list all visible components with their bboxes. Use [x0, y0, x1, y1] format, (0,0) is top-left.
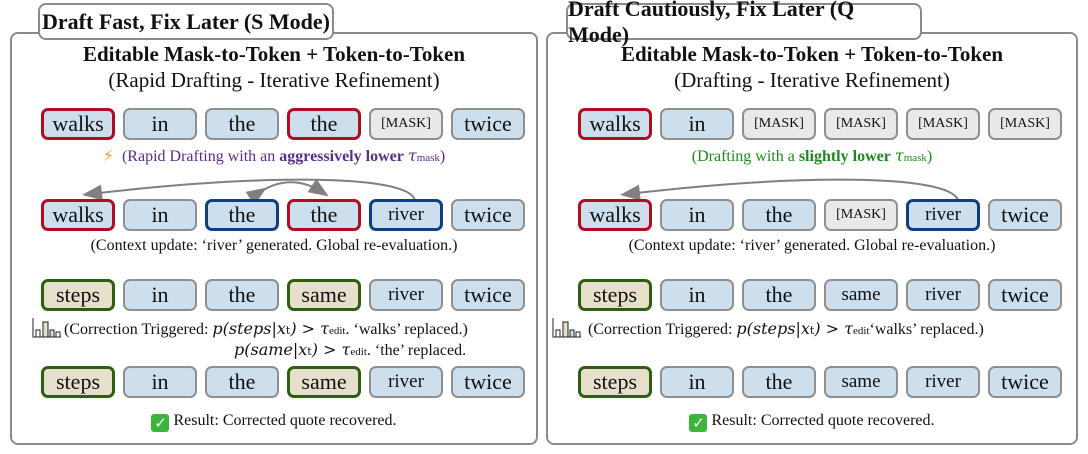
token-corrected: steps [41, 279, 115, 311]
token-row-1: walks in [MASK] [MASK] [MASK] [MASK] [578, 108, 1062, 140]
token: twice [451, 279, 525, 311]
token: in [123, 108, 197, 140]
correction-note: (Correction Triggered: p(steps|xt) > τed… [32, 318, 468, 339]
token: same [824, 366, 898, 398]
checkmark-icon: ✓ [689, 414, 708, 432]
arrow-river-to-walks [82, 178, 416, 201]
token: in [660, 366, 734, 398]
token: twice [451, 108, 525, 140]
bar-chart-icon [552, 318, 581, 338]
token: the [205, 108, 279, 140]
token-replaced: the [287, 199, 361, 231]
token: in [123, 199, 197, 231]
panel-heading: Editable Mask-to-Token + Token-to-Token [82, 42, 466, 66]
token-row-3: steps in the same river twice [578, 279, 1062, 311]
token-mask: [MASK] [369, 108, 443, 140]
token: in [660, 108, 734, 140]
token: in [123, 366, 197, 398]
token: river [906, 366, 980, 398]
token: the [205, 279, 279, 311]
token-row-2: walks in the [MASK] river twice [578, 199, 1062, 231]
token-row-2: walks in the the river twice [41, 199, 525, 231]
bar-chart-icon [32, 318, 61, 338]
s-mode-panel: Editable Mask-to-Token + Token-to-Token … [10, 32, 538, 445]
token: in [123, 279, 197, 311]
token-corrected: same [287, 366, 361, 398]
token-row-1: walks in the the [MASK] twice [41, 108, 525, 140]
context-note: (Context update: ‘river’ generated. Glob… [90, 237, 458, 254]
token: twice [451, 199, 525, 231]
token: the [205, 366, 279, 398]
token-context: the [205, 199, 279, 231]
token: same [824, 279, 898, 311]
token-corrected: steps [41, 366, 115, 398]
token: the [742, 366, 816, 398]
token: in [660, 279, 734, 311]
token-corrected: same [287, 279, 361, 311]
checkmark-icon: ✓ [151, 414, 170, 432]
token: river [369, 279, 443, 311]
result-note: ✓Result: Corrected quote recovered. [548, 412, 1076, 432]
correction-note: (Correction Triggered: p(steps|xt) > τed… [552, 318, 984, 339]
token: river [906, 279, 980, 311]
token: twice [451, 366, 525, 398]
s-mode-tab: Draft Fast, Fix Later (S Mode) [38, 3, 334, 40]
token-context: river [369, 199, 443, 231]
token-mask: [MASK] [742, 108, 816, 140]
token-context: river [906, 199, 980, 231]
token-replaced: walks [41, 199, 115, 231]
correction-note-line2: p(same|xt) > τedit. ‘the’ replaced. [234, 340, 467, 359]
token: the [742, 279, 816, 311]
token-mask: [MASK] [824, 108, 898, 140]
token-corrected: steps [578, 366, 652, 398]
drafting-note: (Drafting with a slightly lower τmask) [691, 146, 933, 165]
q-mode-panel: Editable Mask-to-Token + Token-to-Token … [546, 32, 1078, 445]
token: twice [988, 279, 1062, 311]
arrow-the-to-the [245, 178, 329, 206]
token-replaced: walks [578, 199, 652, 231]
token-mask: [MASK] [824, 199, 898, 231]
token: the [742, 199, 816, 231]
context-note: (Context update: ‘river’ generated. Glob… [628, 237, 996, 254]
token-row-4: steps in the same river twice [41, 366, 525, 398]
drafting-note: ⚡(Rapid Drafting with an aggressively lo… [102, 146, 446, 165]
token-replaced: walks [578, 108, 652, 140]
token: river [369, 366, 443, 398]
lightning-icon: ⚡ [102, 146, 114, 165]
token-replaced: the [287, 108, 361, 140]
token-replaced: walks [41, 108, 115, 140]
token-row-4: steps in the same river twice [578, 366, 1062, 398]
token: twice [988, 199, 1062, 231]
token-mask: [MASK] [906, 108, 980, 140]
token-row-3: steps in the same river twice [41, 279, 525, 311]
token-corrected: steps [578, 279, 652, 311]
token: twice [988, 366, 1062, 398]
token: in [660, 199, 734, 231]
panel-subheading: (Drafting - Iterative Refinement) [674, 68, 950, 92]
arrow-river-to-walks [620, 178, 959, 201]
token-mask: [MASK] [988, 108, 1062, 140]
q-mode-tab: Draft Cautiously, Fix Later (Q Mode) [566, 0, 922, 47]
panel-subheading: (Rapid Drafting - Iterative Refinement) [108, 68, 440, 92]
panel-heading: Editable Mask-to-Token + Token-to-Token [620, 42, 1004, 66]
result-note: ✓Result: Corrected quote recovered. [12, 412, 536, 432]
